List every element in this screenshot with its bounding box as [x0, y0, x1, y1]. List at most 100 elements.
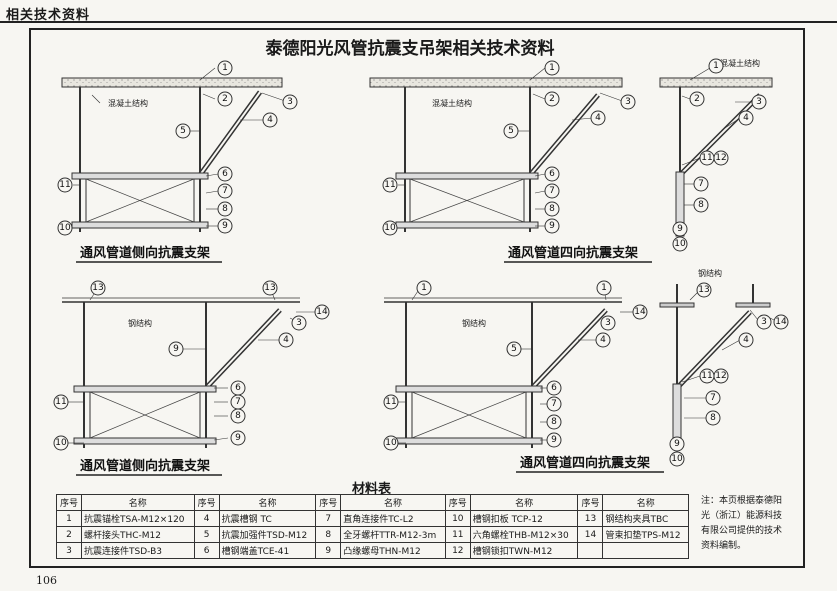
caption-side-bottom: 通风管道侧向抗震支架 [80, 458, 210, 474]
col-name-header: 名称 [81, 494, 195, 511]
page-number: 106 [36, 574, 57, 587]
callout-8: 8 [217, 201, 233, 217]
item-no: 13 [577, 510, 604, 527]
steel-label: 钢结构 [128, 318, 152, 328]
callout-1: 1 [596, 280, 612, 296]
callout-12: 12 [713, 150, 729, 166]
callout-11: 11 [383, 394, 399, 410]
item-no: 12 [444, 542, 471, 559]
callout-10: 10 [669, 451, 685, 467]
callout-9: 9 [168, 341, 184, 357]
callout-3: 3 [282, 94, 298, 110]
caption-side-top: 通风管道侧向抗震支架 [80, 245, 210, 261]
diagram-steel-four: 钢结构 通风管道四向抗震支架 [384, 297, 664, 473]
svg-text:10: 10 [384, 223, 396, 233]
callout-1: 1 [544, 60, 560, 76]
item-no: 2 [56, 526, 82, 543]
item-name: 钢结构夹具TBC [602, 510, 689, 527]
svg-text:4: 4 [267, 115, 273, 125]
svg-text:3: 3 [296, 318, 302, 328]
svg-text:7: 7 [710, 393, 716, 403]
materials-table: 序号 名称 序号 名称 序号 名称 序号 名称 序号 名称 1 抗震锚栓TSA-… [56, 494, 689, 559]
svg-text:9: 9 [677, 224, 683, 234]
callout-5: 5 [175, 123, 191, 139]
callout-7: 7 [705, 390, 721, 406]
svg-text:5: 5 [180, 126, 186, 136]
callout-4: 4 [278, 332, 294, 348]
svg-text:10: 10 [55, 438, 67, 448]
steel-flange-left [659, 302, 695, 308]
svg-text:9: 9 [222, 221, 228, 231]
svg-text:9: 9 [674, 439, 680, 449]
svg-text:11: 11 [701, 371, 712, 381]
svg-text:9: 9 [549, 221, 555, 231]
concrete-label: 混凝土结构 [108, 98, 148, 108]
item-no: 14 [577, 526, 604, 543]
callout-1: 1 [708, 58, 724, 74]
svg-text:7: 7 [551, 399, 557, 409]
callout-11: 11 [699, 150, 715, 166]
callout-1: 1 [416, 280, 432, 296]
svg-text:8: 8 [698, 200, 704, 210]
svg-text:3: 3 [761, 317, 767, 327]
diagram-concrete-side: 混凝土结构 通风管道侧向抗震支架 [61, 77, 283, 263]
callout-2: 2 [689, 91, 705, 107]
callout-7: 7 [544, 183, 560, 199]
svg-text:14: 14 [634, 307, 646, 317]
svg-text:7: 7 [698, 179, 704, 189]
svg-text:9: 9 [235, 433, 241, 443]
svg-text:9: 9 [551, 435, 557, 445]
svg-text:4: 4 [283, 335, 289, 345]
callout-3: 3 [756, 314, 772, 330]
item-no: 11 [444, 526, 471, 543]
svg-text:1: 1 [222, 63, 228, 73]
svg-text:7: 7 [549, 186, 555, 196]
item-no: 3 [56, 542, 82, 559]
item-name: 抗震槽钢 TC [218, 510, 317, 527]
callout-9: 9 [230, 430, 246, 446]
callout-8: 8 [544, 201, 560, 217]
item-name: 全牙螺杆TTR-M12-3m [340, 526, 446, 543]
callout-4: 4 [262, 112, 278, 128]
concrete-slab [369, 77, 623, 88]
steel-label: 钢结构 [462, 318, 486, 328]
duct [85, 178, 195, 223]
item-no: 1 [56, 510, 82, 527]
svg-text:8: 8 [710, 413, 716, 423]
svg-text:1: 1 [549, 63, 555, 73]
callout-14: 14 [314, 304, 330, 320]
col-no-header: 序号 [444, 494, 471, 511]
caption-four-top: 通风管道四向抗震支架 [508, 245, 638, 261]
col-name-header: 名称 [469, 494, 579, 511]
callout-8: 8 [693, 197, 709, 213]
callout-3: 3 [600, 315, 616, 331]
callout-11: 11 [382, 177, 398, 193]
diagram-concrete-four: 混凝土结构 通风管道四向抗震支架 [369, 77, 652, 263]
svg-text:10: 10 [674, 239, 686, 249]
svg-text:11: 11 [701, 153, 712, 163]
caption-four-bottom: 通风管道四向抗震支架 [520, 455, 650, 471]
callout-10: 10 [672, 236, 688, 252]
callouts: 1 2 3 4 5 6 7 8 9 11 10 1 2 3 4 5 6 7 8 … [53, 58, 789, 467]
callout-10: 10 [57, 220, 73, 236]
svg-text:3: 3 [625, 97, 631, 107]
table-row: 3 抗震连接件TSD-B3 6 槽钢端盖TCE-41 9 凸缘螺母THN-M12… [56, 542, 689, 559]
callout-7: 7 [546, 396, 562, 412]
svg-text:4: 4 [595, 113, 601, 123]
callout-13: 13 [262, 280, 278, 296]
callout-2: 2 [217, 91, 233, 107]
callout-12: 12 [713, 368, 729, 384]
item-name: 槽钢锁扣TWN-M12 [469, 542, 579, 559]
svg-text:5: 5 [508, 126, 514, 136]
item-name: 六角螺栓THB-M12×30 [469, 526, 579, 543]
svg-text:13: 13 [264, 283, 275, 293]
item-name: 槽钢端盖TCE-41 [218, 542, 317, 559]
materials-header-row: 序号 名称 序号 名称 序号 名称 序号 名称 序号 名称 [56, 494, 689, 511]
svg-text:2: 2 [222, 94, 228, 104]
callout-14: 14 [632, 304, 648, 320]
callout-10: 10 [383, 435, 399, 451]
svg-text:11: 11 [385, 397, 396, 407]
svg-text:4: 4 [743, 113, 749, 123]
callout-11: 11 [53, 394, 69, 410]
